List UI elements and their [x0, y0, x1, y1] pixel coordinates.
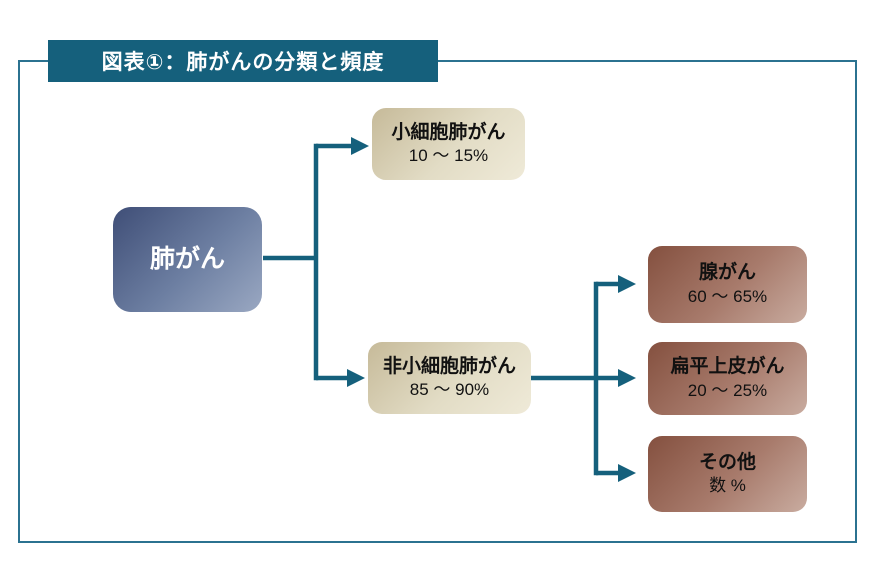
node-lung-cancer-label: 肺がん [149, 244, 225, 273]
node-squamous-cell-value: 20 〜 25% [687, 380, 768, 400]
node-other-value: 数 % [709, 476, 746, 496]
node-non-small-cell-label: 非小細胞肺がん [382, 355, 516, 377]
node-non-small-cell-value: 85 〜 90% [409, 380, 490, 400]
figure-title-text: 図表①：肺がんの分類と頻度 [101, 51, 385, 74]
node-small-cell-value: 10 〜 15% [408, 146, 489, 166]
node-adenocarcinoma-label: 腺がん [698, 262, 756, 284]
node-other: その他 数 % [648, 436, 807, 512]
node-squamous-cell: 扁平上皮がん 20 〜 25% [648, 342, 807, 415]
node-other-label: その他 [698, 451, 756, 473]
figure-title: 図表①：肺がんの分類と頻度 [48, 40, 438, 82]
node-small-cell-label: 小細胞肺がん [391, 121, 506, 143]
node-small-cell: 小細胞肺がん 10 〜 15% [372, 108, 525, 180]
node-lung-cancer: 肺がん [113, 207, 262, 312]
node-squamous-cell-label: 扁平上皮がん [670, 356, 785, 378]
node-non-small-cell: 非小細胞肺がん 85 〜 90% [368, 342, 531, 414]
node-adenocarcinoma-value: 60 〜 65% [687, 286, 768, 306]
node-adenocarcinoma: 腺がん 60 〜 65% [648, 246, 807, 323]
